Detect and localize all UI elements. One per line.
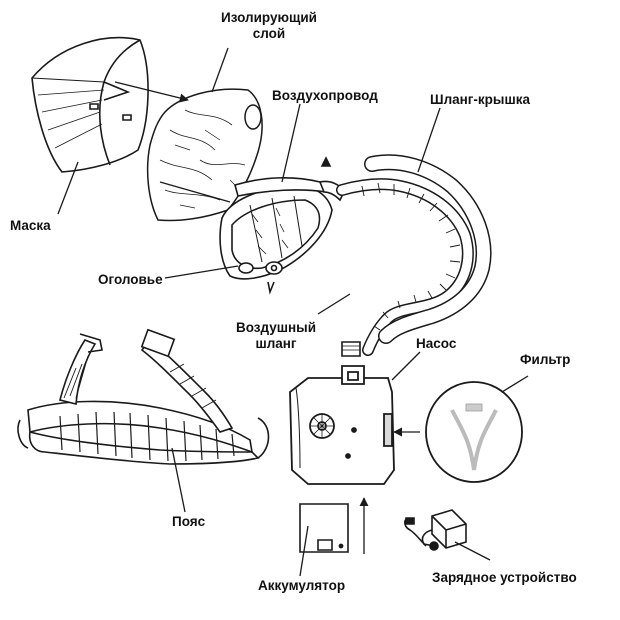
- filter-drawing: [426, 382, 522, 482]
- label-insulating-layer: Изолирующий слой: [204, 10, 334, 42]
- label-filter: Фильтр: [520, 352, 571, 367]
- label-insulating-layer-line-2: слой: [252, 26, 286, 41]
- label-headgear: Оголовье: [98, 272, 163, 287]
- label-battery: Аккумулятор: [258, 578, 346, 593]
- pump-drawing: [290, 366, 394, 484]
- charger-drawing: [405, 510, 466, 550]
- label-air-hose-line-2: шланг: [255, 336, 297, 351]
- leader-lines: [57, 47, 529, 577]
- label-charger: Зарядное устройство: [432, 570, 577, 585]
- label-air-duct: Воздухопровод: [272, 88, 378, 103]
- label-belt: Пояс: [172, 514, 206, 529]
- label-mask: Маска: [10, 218, 51, 233]
- mask-drawing: [32, 38, 148, 172]
- label-pump: Насос: [416, 336, 457, 351]
- label-insulating-layer-line-1: Изолирующий: [221, 10, 317, 25]
- label-air-hose: Воздушный шланг: [228, 320, 324, 352]
- belt-drawing: [18, 330, 269, 464]
- air-hose-drawing: [342, 162, 484, 356]
- headgear-drawing: [220, 158, 344, 292]
- label-hose-cover: Шланг-крышка: [430, 92, 530, 107]
- label-air-hose-line-1: Воздушный: [235, 320, 316, 335]
